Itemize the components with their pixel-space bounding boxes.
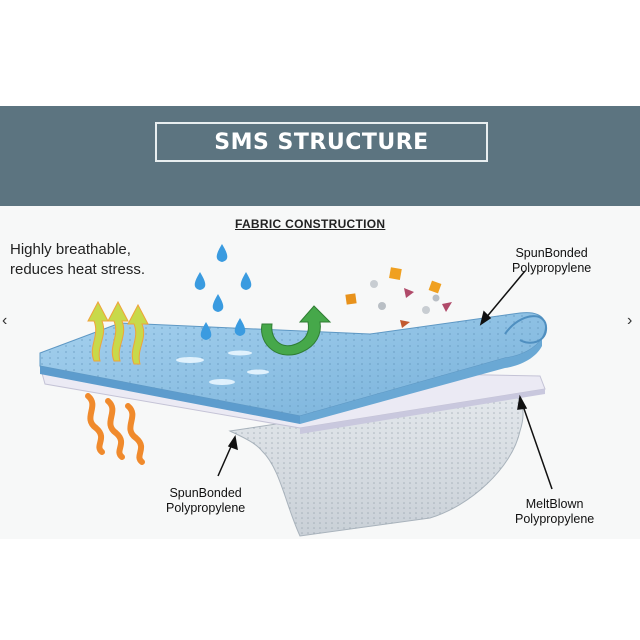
next-arrow-icon[interactable]: › — [627, 312, 633, 329]
label-top-spunbond-line-1: SpunBonded — [515, 246, 588, 260]
title-frame: SMS STRUCTURE — [155, 122, 488, 162]
prev-arrow-icon[interactable]: ‹ — [2, 312, 8, 329]
diagram-subtitle: FABRIC CONSTRUCTION — [235, 217, 386, 231]
label-meltblown-line-1: MeltBlown — [525, 497, 584, 511]
label-bottom-spunbond: SpunBonded Polypropylene — [166, 486, 245, 516]
water-drops-icon — [194, 244, 252, 340]
label-bottom-spunbond-line-1: SpunBonded — [169, 486, 242, 500]
title-banner: SMS STRUCTURE — [0, 106, 640, 206]
breathable-note: Highly breathable, reduces heat stress. — [10, 240, 145, 280]
label-meltblown-line-2: Polypropylene — [515, 512, 595, 526]
heat-arrows-icon — [85, 393, 145, 465]
label-bottom-spunbond-line-2: Polypropylene — [166, 501, 246, 515]
repel-arrow-icon — [261, 305, 332, 356]
fabric-diagram — [39, 244, 553, 537]
page-title: SMS STRUCTURE — [214, 129, 429, 155]
breathable-arrows-icon — [87, 300, 149, 365]
breathable-note-line-2: reduces heat stress. — [10, 261, 146, 278]
label-meltblown: MeltBlown Polypropylene — [515, 497, 594, 527]
top-spunbond-layer — [39, 312, 548, 424]
label-top-spunbond-line-2: Polypropylene — [512, 261, 592, 275]
leader-lines — [217, 270, 553, 490]
label-top-spunbond: SpunBonded Polypropylene — [512, 246, 591, 276]
breathable-note-line-1: Highly breathable, — [10, 241, 131, 258]
particles-icon — [345, 267, 452, 328]
